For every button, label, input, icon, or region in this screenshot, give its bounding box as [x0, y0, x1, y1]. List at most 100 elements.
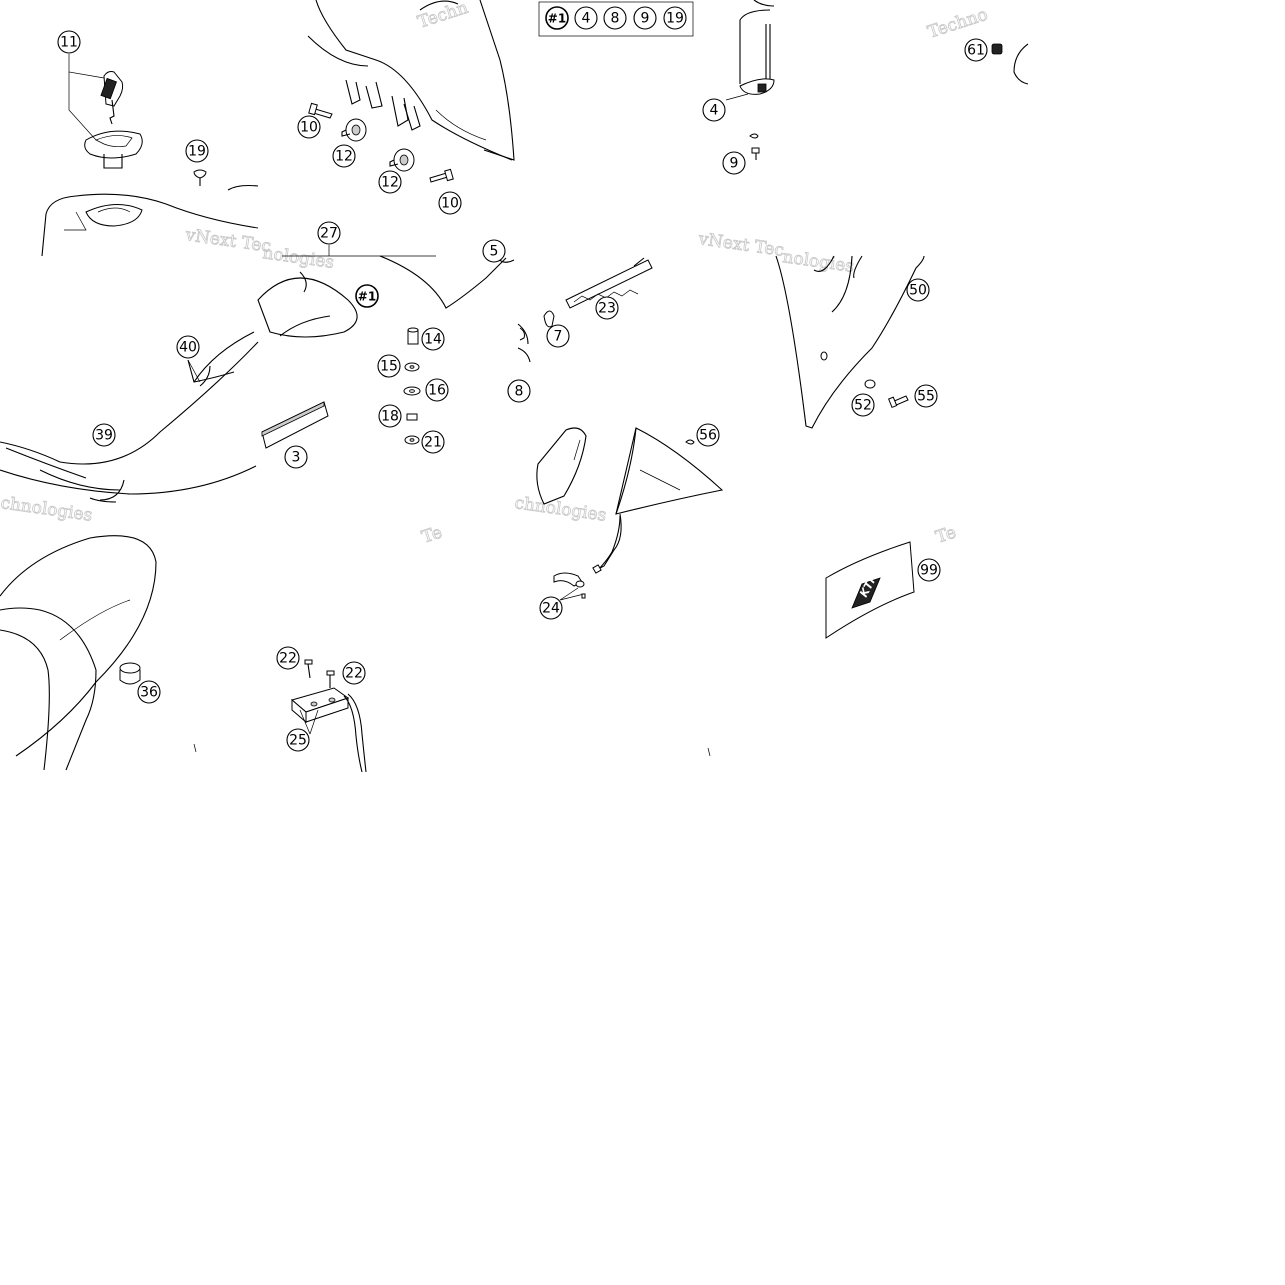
- callout-circle: [546, 324, 570, 348]
- callout-label: 9: [641, 11, 650, 27]
- callout-label: 8: [515, 384, 524, 400]
- watermark-text: vNext Tec: [183, 225, 272, 257]
- part-callout: 3: [284, 445, 308, 469]
- callout-circle: [284, 445, 308, 469]
- watermark-text: Techno: [925, 5, 990, 43]
- part-callout: 19: [185, 139, 209, 163]
- callout-label: #1: [548, 12, 566, 26]
- callout-label: 25: [289, 733, 307, 749]
- callout-label: 4: [582, 11, 591, 27]
- part-callout: 40: [176, 335, 200, 359]
- callout-circle: [297, 115, 321, 139]
- callout-circle: [851, 393, 875, 417]
- callout-label: 27: [320, 226, 338, 242]
- callout-circle: [378, 170, 402, 194]
- callout-label: 4: [710, 103, 719, 119]
- part-callout: 12: [332, 144, 356, 168]
- part-callout: 11: [57, 30, 81, 54]
- callout-label: 99: [920, 563, 938, 579]
- fuel-cap-key-assembly: [41, 54, 259, 257]
- part-callout: 39: [92, 423, 116, 447]
- kit-callout: #1: [355, 284, 379, 308]
- kit-callout: #1: [545, 6, 569, 30]
- frame-bolts-spacers: [307, 0, 515, 183]
- callout-label: 22: [279, 651, 297, 667]
- part-callout: 52: [851, 393, 875, 417]
- part-callout: 18: [378, 404, 402, 428]
- part-callout: 9: [633, 6, 657, 30]
- part-callout: 61: [964, 38, 988, 62]
- watermark-text: nologies: [261, 243, 335, 273]
- callout-circle: [722, 151, 746, 175]
- callout-label: 39: [95, 428, 113, 444]
- ktm-sticker: [825, 541, 915, 639]
- part-callout: 8: [603, 6, 627, 30]
- side-panel-hardware: [257, 245, 515, 449]
- part-callout: 9: [722, 151, 746, 175]
- callout-label: 18: [381, 409, 399, 425]
- part-callout: 4: [574, 6, 598, 30]
- callout-label: 16: [428, 383, 446, 399]
- callout-label: 10: [441, 196, 459, 212]
- watermark-text: Te: [419, 523, 444, 548]
- callout-circle: [92, 423, 116, 447]
- callout-circle: [425, 378, 449, 402]
- callout-label: 36: [140, 685, 158, 701]
- watermark-text: chnologies: [513, 493, 607, 526]
- part-callout: 25: [286, 728, 310, 752]
- kit-box-top: [538, 1, 694, 37]
- callout-circle: [539, 596, 563, 620]
- callout-circle: [545, 6, 569, 30]
- callout-circle: [595, 296, 619, 320]
- part-callout: 22: [276, 646, 300, 670]
- callout-circle: [342, 661, 366, 685]
- callout-circle: [914, 384, 938, 408]
- part-callout: 5: [482, 239, 506, 263]
- callout-circle: [482, 239, 506, 263]
- callout-circle: [57, 30, 81, 54]
- lever-cable: [553, 515, 711, 757]
- callout-circle: [185, 139, 209, 163]
- callout-circle: [421, 327, 445, 351]
- callout-circle: [507, 379, 531, 403]
- callout-circle: [378, 404, 402, 428]
- callout-label: 8: [611, 11, 620, 27]
- part-callout: 19: [663, 6, 687, 30]
- seat: [0, 535, 197, 771]
- callout-circle: [377, 354, 401, 378]
- callout-circle: [355, 284, 379, 308]
- side-fairing: [775, 255, 925, 429]
- callout-circle: [633, 6, 657, 30]
- part-callout: 10: [297, 115, 321, 139]
- callout-label: 9: [730, 156, 739, 172]
- callout-label: 5: [490, 244, 499, 260]
- watermark-text: Techn: [415, 0, 470, 33]
- tank-cover: [0, 331, 259, 503]
- part-callout: 16: [425, 378, 449, 402]
- callout-label: 14: [424, 332, 442, 348]
- callout-circle: [332, 144, 356, 168]
- callout-circle: [603, 6, 627, 30]
- part-callout: 36: [137, 680, 161, 704]
- part-callout: 8: [507, 379, 531, 403]
- callout-label: 23: [598, 301, 616, 317]
- callout-label: 55: [917, 389, 935, 405]
- watermark-text: nologies: [781, 247, 855, 277]
- callout-label: 21: [424, 435, 442, 451]
- callout-circle: [276, 646, 300, 670]
- watermark-text: chnologies: [0, 493, 94, 526]
- callout-circle: [702, 98, 726, 122]
- callout-label: 19: [188, 144, 206, 160]
- callout-circle: [438, 191, 462, 215]
- part-callout: 10: [438, 191, 462, 215]
- clip-and-fairing-edge: [991, 43, 1029, 85]
- callout-circle: [137, 680, 161, 704]
- mount-plate-cable: [290, 659, 367, 773]
- callout-circle: [317, 221, 341, 245]
- callout-circle: [696, 423, 720, 447]
- callout-label: 19: [666, 11, 684, 27]
- watermark-text: vNext Tec: [696, 229, 785, 261]
- callout-label: #1: [358, 290, 376, 304]
